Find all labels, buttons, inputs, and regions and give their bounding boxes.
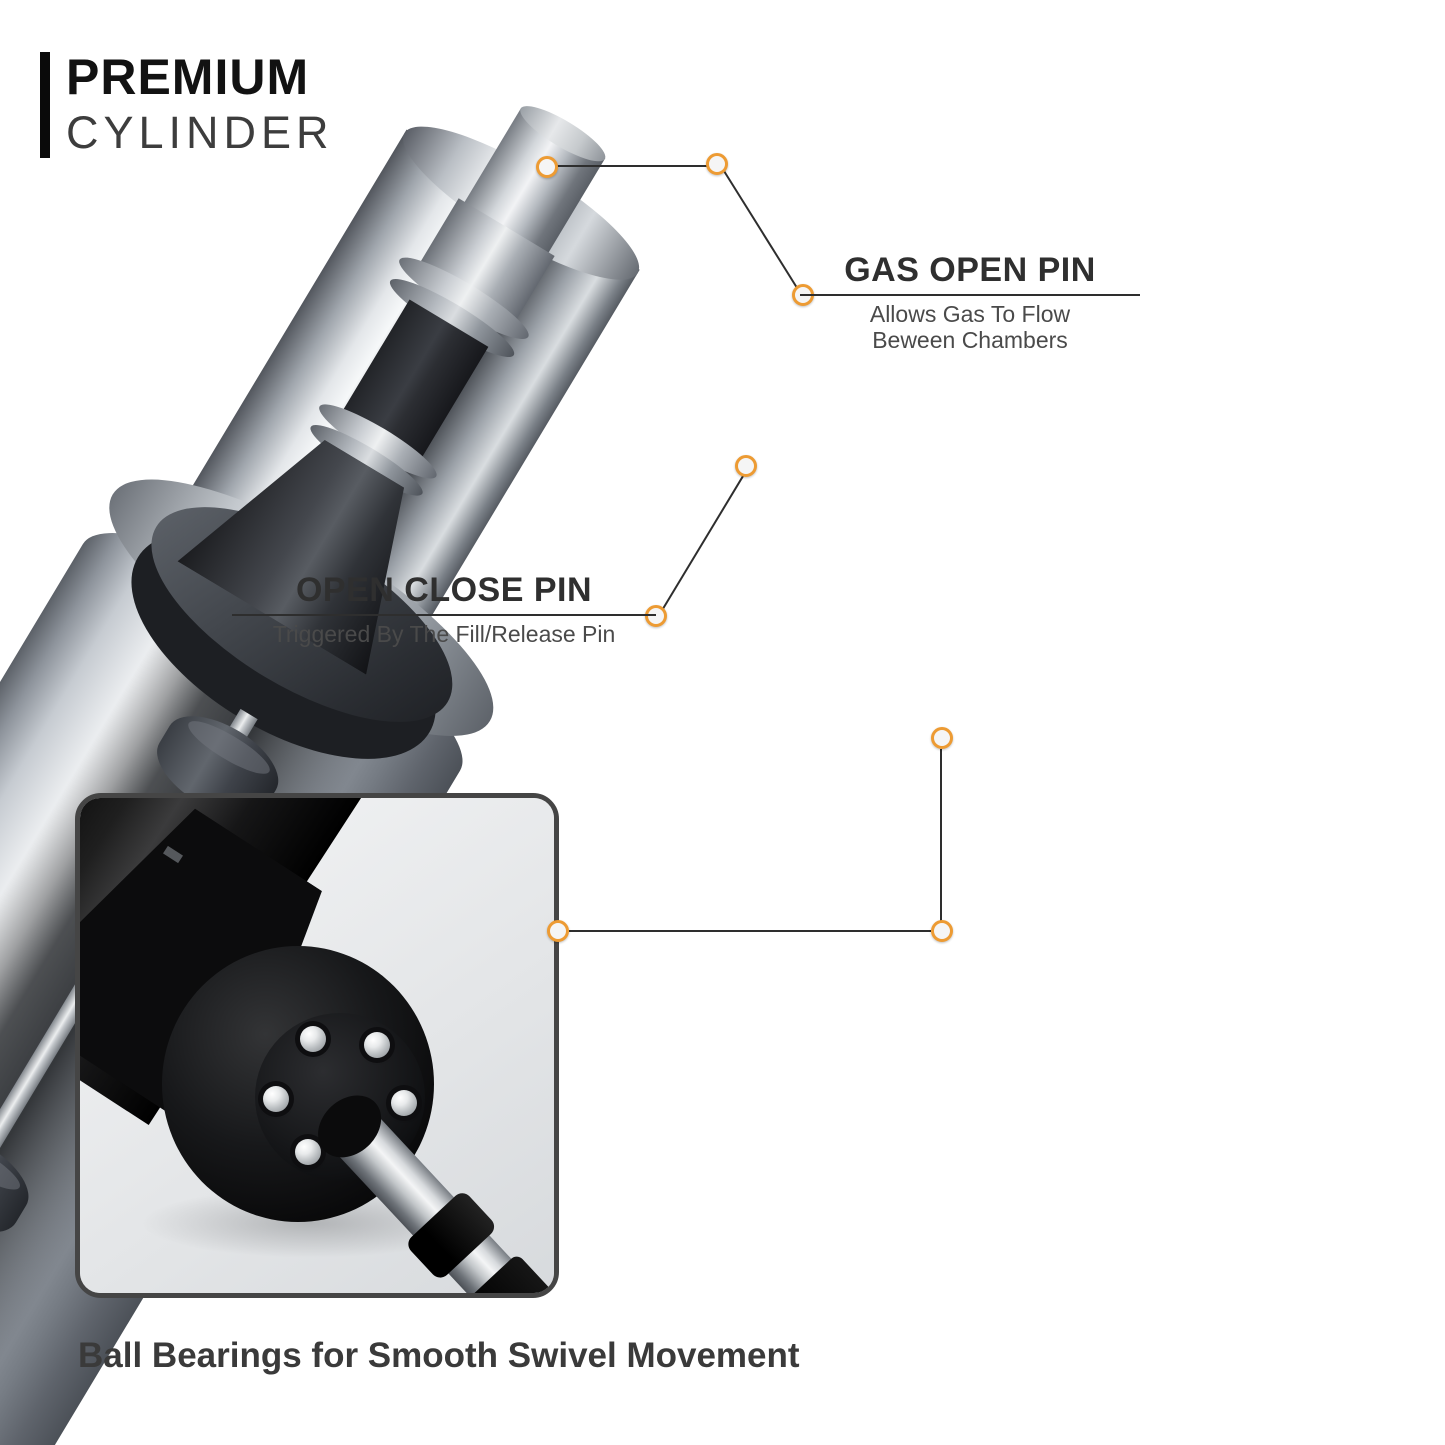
callout-dot-gas-mid (706, 153, 728, 175)
callout-dot-open-close-pin (735, 455, 757, 477)
brand-accent-bar (40, 52, 50, 158)
callout-dot-bearing-junction (931, 920, 953, 942)
open-close-pin-callout: OPEN CLOSE PIN Triggered By The Fill/Rel… (232, 572, 656, 647)
ball-bearing (391, 1090, 417, 1116)
ball-bearing (364, 1032, 390, 1058)
page-title: PREMIUM (66, 49, 310, 105)
callout-dot-gas-pin (536, 156, 558, 178)
callout-dot-open-close-label (645, 605, 667, 627)
ball-bearing (300, 1026, 326, 1052)
bearing-caption: Ball Bearings for Smooth Swivel Movement (78, 1336, 800, 1375)
gas-open-pin-desc-line1: Allows Gas To Flow (869, 301, 1071, 327)
callout-dot-bushing (931, 727, 953, 749)
ball-bearing-inset-frame (75, 793, 559, 1298)
open-close-pin-connector-line (657, 465, 750, 618)
ball-bearing (263, 1086, 289, 1112)
gas-open-pin-desc: Allows Gas To Flow Beween Chambers (800, 301, 1140, 353)
shaft-end-cap (464, 1253, 554, 1293)
bearing-connector-line (569, 930, 931, 932)
ball-bearing-inset-image (80, 798, 554, 1293)
gas-open-pin-callout: GAS OPEN PIN Allows Gas To Flow Beween C… (800, 252, 1140, 353)
gas-open-pin-rule (800, 294, 1140, 296)
ball-bearing (295, 1139, 321, 1165)
callout-dot-inset (547, 920, 569, 942)
gas-open-pin-title: GAS OPEN PIN (844, 251, 1096, 289)
shaft-collar (404, 1189, 499, 1282)
bearing-connector-line (940, 749, 942, 922)
open-close-pin-title: OPEN CLOSE PIN (295, 571, 593, 609)
gas-open-pin-desc-line2: Beween Chambers (872, 327, 1068, 354)
page-subtitle: CYLINDER (66, 107, 334, 158)
gas-pin-connector-line (557, 165, 707, 167)
open-close-pin-desc: Triggered By The Fill/Release Pin (272, 621, 616, 647)
open-close-pin-rule (232, 614, 656, 616)
